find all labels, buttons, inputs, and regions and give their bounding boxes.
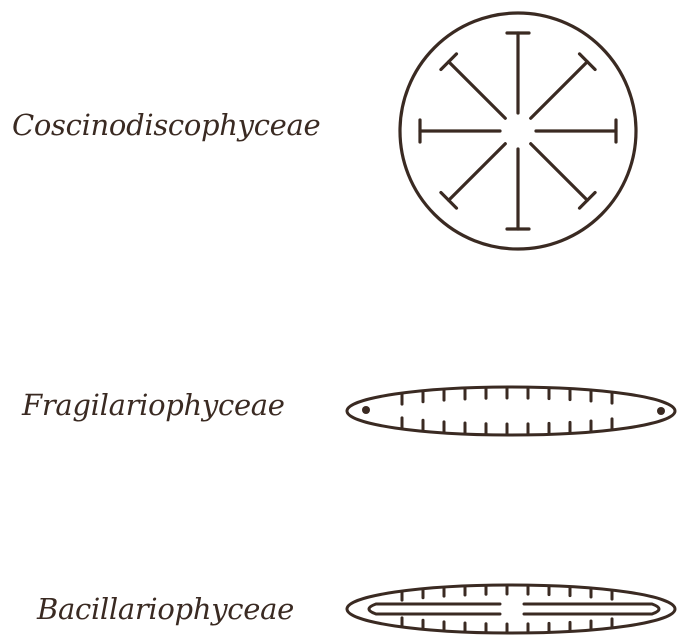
radial-costa bbox=[531, 144, 588, 201]
valve-outline bbox=[347, 387, 675, 435]
radial-costa bbox=[449, 144, 506, 201]
araphid-diatom-icon bbox=[347, 387, 675, 435]
raphid-diatom-icon bbox=[347, 585, 675, 633]
centric-diatom-icon bbox=[400, 13, 636, 249]
valve-outline bbox=[347, 585, 675, 633]
raphe-branch bbox=[524, 604, 659, 614]
raphe-branch bbox=[369, 604, 500, 614]
polar-spot bbox=[657, 407, 665, 415]
radial-costa bbox=[531, 62, 588, 119]
polar-spot bbox=[362, 406, 370, 414]
radial-costa bbox=[449, 62, 506, 119]
